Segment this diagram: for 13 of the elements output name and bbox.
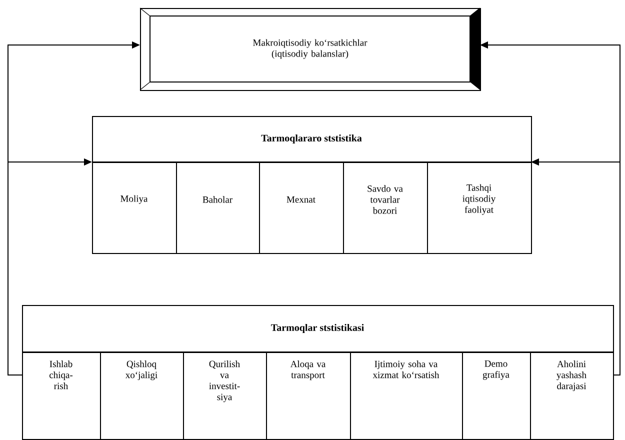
table-cell: Aholini yashash darajasi xyxy=(530,352,614,440)
table-cell: Qishloq xo‘jaligi xyxy=(100,352,184,440)
table-cell: Savdo va tovarlar bozori xyxy=(343,162,428,254)
table-cell: Tashqi iqtisodiy faoliyat xyxy=(427,162,532,254)
table-cell: Moliya xyxy=(92,162,177,254)
table-cell: Qurilish va investit-siya xyxy=(183,352,267,440)
table-cell: Baholar xyxy=(176,162,260,254)
table-cell: Ijtimoiy soha va xizmat ko‘rsatish xyxy=(350,352,463,440)
table-cell: Ishlab chiqa-rish xyxy=(22,352,101,440)
table-cell: Aloqa va transport xyxy=(266,352,351,440)
bevel-box: Makroiqtisodiy ko‘rsatkichlar (iqtisodiy balanslar) xyxy=(140,8,481,91)
table-cell: Mexnat xyxy=(259,162,344,254)
table-cell: Demo grafiya xyxy=(462,352,531,440)
